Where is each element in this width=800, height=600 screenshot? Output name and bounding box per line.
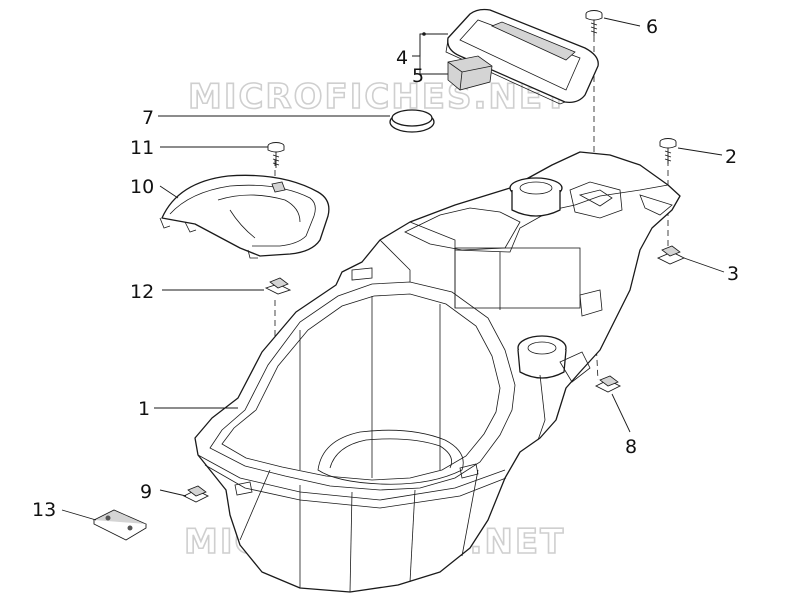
callout-10: 10	[130, 176, 154, 198]
callout-2: 2	[725, 146, 737, 168]
part-8-clip-nut	[594, 375, 622, 393]
callout-6: 6	[646, 16, 658, 38]
callout-1: 1	[138, 398, 150, 420]
part-3-clip-nut	[656, 245, 686, 265]
callout-5: 5	[412, 65, 424, 87]
part-2-screw	[659, 138, 677, 164]
callout-12: 12	[130, 281, 154, 303]
callout-11: 11	[130, 137, 154, 159]
part-7-plug	[389, 109, 435, 133]
part-13-plate	[93, 509, 147, 541]
callout-13: 13	[32, 499, 56, 521]
part-12-clip-nut	[264, 277, 292, 295]
callout-3: 3	[727, 263, 739, 285]
part-4-storage-lid	[445, 8, 599, 105]
callout-9: 9	[140, 481, 152, 503]
part-9-clip-nut	[182, 485, 210, 503]
part-11-screw	[267, 142, 285, 168]
callout-4: 4	[396, 47, 408, 69]
watermark-top: MICROFICHES.NET	[188, 77, 569, 117]
leader-lines	[61, 17, 725, 521]
callouts: 1 2 3 4 5 6 7 8 9 10 11 12 13	[32, 16, 739, 521]
callout-8: 8	[625, 436, 637, 458]
part-5-block	[447, 55, 493, 91]
part-10-cover	[159, 174, 330, 259]
part-6-screw	[585, 10, 603, 36]
part-1-helmet-compartment	[194, 151, 681, 593]
callout-7: 7	[142, 107, 154, 129]
